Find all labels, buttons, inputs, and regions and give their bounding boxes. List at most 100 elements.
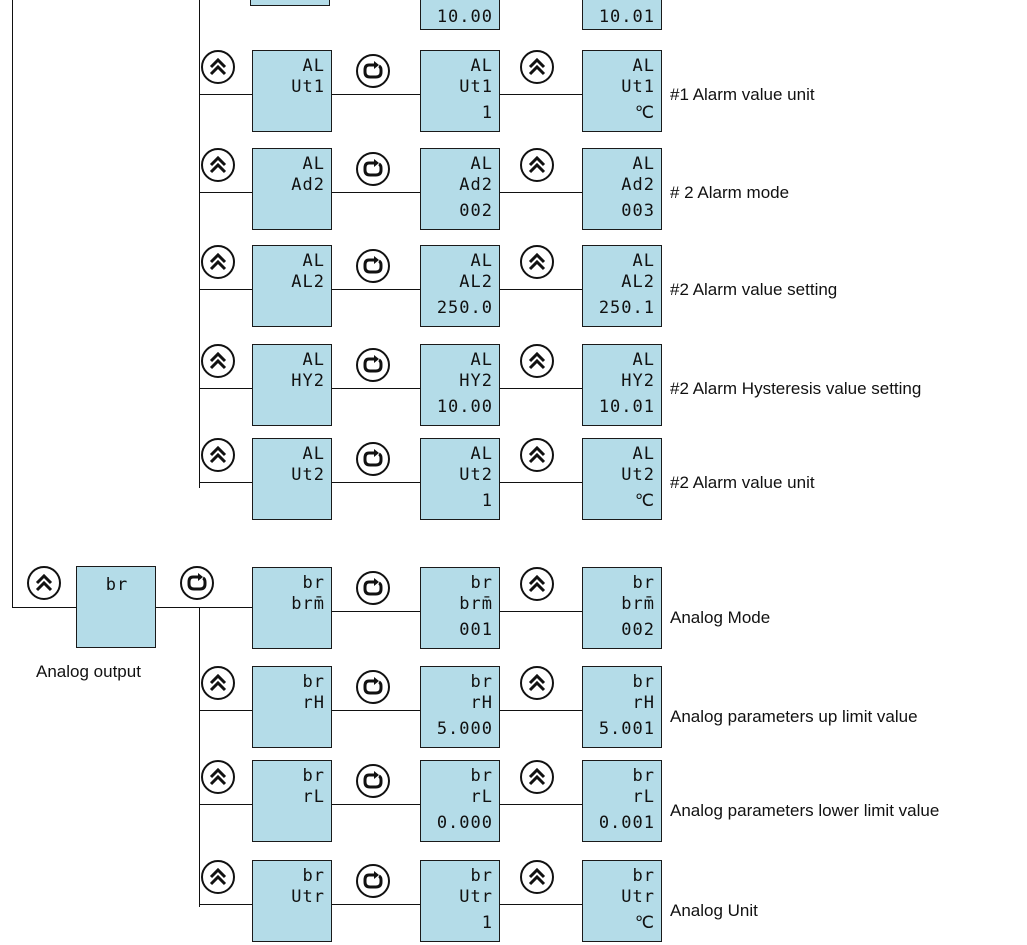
connector-line — [500, 289, 582, 290]
up-button[interactable] — [201, 760, 235, 794]
double-chevron-up-icon — [209, 155, 227, 174]
lcd-text: 001 — [459, 620, 493, 640]
lcd-text: HY2 — [459, 371, 493, 391]
up-button[interactable] — [520, 438, 554, 472]
double-chevron-up-icon — [528, 445, 546, 464]
connector-line — [199, 388, 252, 389]
lcd-text: 1 — [481, 913, 493, 933]
double-chevron-up-icon — [209, 767, 227, 786]
enter-button[interactable] — [356, 348, 390, 382]
enter-button[interactable] — [356, 670, 390, 704]
connector-line — [199, 94, 252, 95]
up-button[interactable] — [201, 860, 235, 894]
row-description: Analog Unit — [670, 901, 758, 920]
double-chevron-up-icon — [209, 445, 227, 464]
up-button[interactable] — [201, 245, 235, 279]
connector-line — [199, 804, 252, 805]
lcd-text: ℃ — [634, 491, 655, 511]
connector-line — [332, 289, 420, 290]
double-chevron-up-icon — [209, 252, 227, 271]
lcd-text: AL — [302, 154, 325, 174]
up-button[interactable] — [520, 760, 554, 794]
lcd-text: br — [302, 766, 325, 786]
up-button[interactable] — [201, 148, 235, 182]
row-description: Analog parameters lower limit value — [670, 801, 940, 820]
enter-button[interactable] — [180, 566, 214, 600]
double-chevron-up-icon — [209, 351, 227, 370]
rotate-arrow-icon — [363, 871, 383, 889]
lcd-text: 0.000 — [436, 813, 493, 833]
rotate-arrow-icon — [363, 771, 383, 789]
enter-button[interactable] — [356, 249, 390, 283]
connector-line — [500, 710, 582, 711]
up-button[interactable] — [27, 566, 61, 600]
double-chevron-up-icon — [528, 673, 546, 692]
lcd-text: br — [302, 866, 325, 886]
lcd-text: AL — [470, 154, 493, 174]
connector-line — [332, 710, 420, 711]
up-button[interactable] — [201, 50, 235, 84]
enter-button[interactable] — [356, 442, 390, 476]
double-chevron-up-icon — [528, 574, 546, 593]
lcd-text: rL — [632, 787, 655, 807]
lcd-text: Ut2 — [291, 465, 325, 485]
enter-button[interactable] — [356, 54, 390, 88]
lcd-text: rH — [302, 693, 325, 713]
enter-button[interactable] — [356, 152, 390, 186]
up-button[interactable] — [520, 148, 554, 182]
enter-button[interactable] — [356, 864, 390, 898]
lcd-text: brm̄ — [291, 594, 325, 614]
lcd-text: br — [632, 672, 655, 692]
up-button[interactable] — [201, 666, 235, 700]
up-button[interactable] — [520, 666, 554, 700]
lcd-text: 10.00 — [436, 397, 493, 417]
connector-line — [199, 607, 200, 907]
double-chevron-up-icon — [528, 767, 546, 786]
rotate-arrow-icon — [363, 159, 383, 177]
lcd-text: Ut2 — [621, 465, 655, 485]
lcd-text: br — [302, 672, 325, 692]
lcd-text: 5.000 — [436, 719, 493, 739]
lcd-text: Utr — [459, 887, 493, 907]
up-button[interactable] — [520, 567, 554, 601]
up-button[interactable] — [520, 245, 554, 279]
lcd-text: Ut1 — [621, 77, 655, 97]
lcd-text: br — [470, 672, 493, 692]
lcd-text: 10.01 — [598, 397, 655, 417]
lcd-text: 10.01 — [598, 7, 655, 27]
lcd-text: AL — [302, 350, 325, 370]
lcd-text: AL2 — [459, 272, 493, 292]
up-button[interactable] — [520, 50, 554, 84]
enter-button[interactable] — [356, 571, 390, 605]
connector-line — [332, 94, 420, 95]
row-description: #2 Alarm Hysteresis value setting — [670, 379, 922, 398]
double-chevron-up-icon — [209, 57, 227, 76]
analog-output-menu-box: br — [76, 566, 156, 648]
enter-button[interactable] — [356, 764, 390, 798]
up-button[interactable] — [201, 344, 235, 378]
lcd-text: br — [302, 573, 325, 593]
display-box: 10.00 — [420, 0, 500, 30]
connector-line — [12, 0, 13, 608]
up-button[interactable] — [520, 344, 554, 378]
connector-line — [199, 710, 252, 711]
lcd-text: Ut2 — [459, 465, 493, 485]
connector-line — [332, 611, 420, 612]
up-button[interactable] — [201, 438, 235, 472]
rotate-arrow-icon — [363, 355, 383, 373]
up-button[interactable] — [520, 860, 554, 894]
lcd-text: rL — [302, 787, 325, 807]
lcd-text: 002 — [621, 620, 655, 640]
